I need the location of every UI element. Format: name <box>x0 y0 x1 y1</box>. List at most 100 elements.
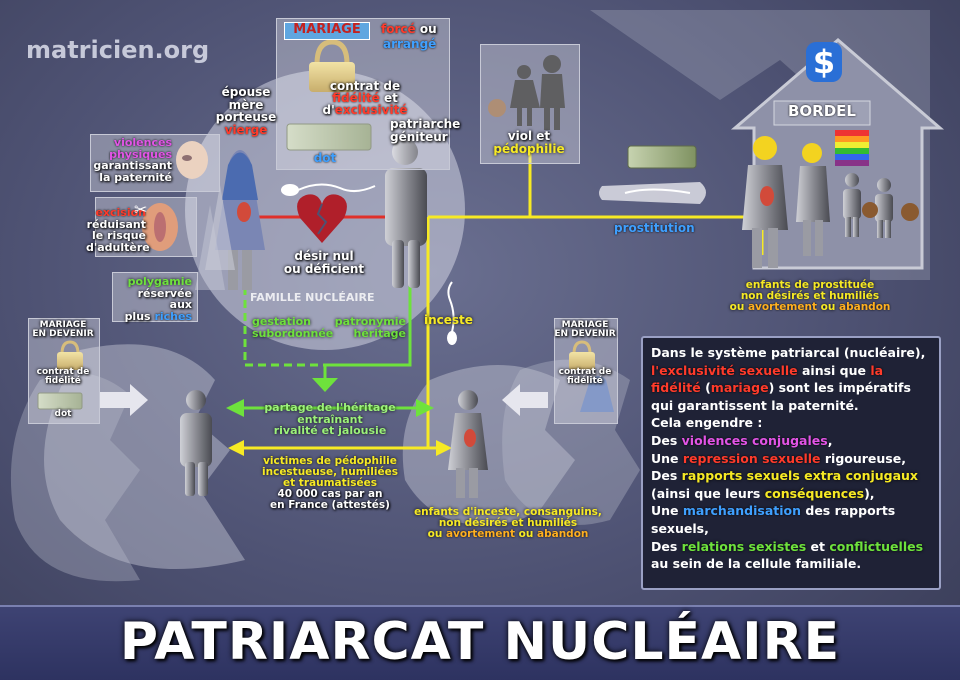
victimes-line3: et traumatisées <box>283 477 377 490</box>
epouse-line2: mère <box>228 97 264 112</box>
enfants-prostituee-line1: enfants de prostituée <box>745 279 875 291</box>
small-money-left <box>37 392 83 410</box>
partage-line1: partage de l'héritage <box>264 401 396 414</box>
contract-line3: d'exclusivité <box>290 104 440 117</box>
page-title: PATRIARCAT NUCLÉAIRE <box>119 612 841 672</box>
violences-line1: violences <box>113 136 172 149</box>
broken-heart <box>297 194 347 243</box>
footer-bar <box>0 605 960 680</box>
ei-ou: ou <box>518 528 534 541</box>
tb-rigoureuse: rigoureuse, <box>820 450 906 466</box>
partage-label: partage de l'héritage entraînant rivalit… <box>250 402 410 437</box>
desir-label: désir nul ou déficient <box>276 250 372 275</box>
teddy-bear-3 <box>901 203 919 221</box>
teddy-bear <box>488 99 506 117</box>
polygamie-line1: polygamie <box>127 275 192 288</box>
tb-line7: Une repression sexuelle rigoureuse, <box>651 450 931 468</box>
contract-line2: fidélité et <box>290 92 440 105</box>
son-figure <box>180 390 212 496</box>
mariage-force-ou: forcé ou <box>381 23 437 36</box>
viol-line2: pédophilie <box>493 141 565 156</box>
avortement-label: avortement <box>747 301 817 314</box>
ou-label-2: ou <box>820 301 836 314</box>
excision-line2: réduisant <box>86 217 146 231</box>
ou-pre-label: ou <box>729 301 745 314</box>
tb-line9: (ainsi que leurs conséquences), <box>651 485 931 503</box>
plus-label: plus <box>124 309 151 323</box>
children-figures <box>843 173 893 238</box>
victimes-label: victimes de pédophilie incestueuse, humi… <box>250 455 410 511</box>
tb-marchandisation: marchandisation <box>682 503 802 519</box>
mdl-contract: contrat de fidélité <box>28 367 98 387</box>
gestation-line2: subordonnée <box>252 326 334 340</box>
excision-line3: le risque <box>92 229 146 243</box>
mariage-box <box>276 18 450 170</box>
force-label: forcé <box>381 22 416 36</box>
excision-box <box>95 197 197 257</box>
mdl-line1: MARIAGE <box>39 320 87 330</box>
viol-line1: viol et <box>507 129 551 143</box>
tb-et: et <box>806 538 830 554</box>
violences-line2: physiques <box>109 147 172 161</box>
contract-line1: contrat de <box>329 79 401 93</box>
enfants-inceste-label: enfants d'inceste, consanguins, non dési… <box>408 506 608 540</box>
vierge-label: vierge <box>224 123 268 137</box>
green-arrow-right <box>416 399 434 417</box>
dollar-icon: $ <box>806 42 842 82</box>
excision-line1: excision <box>95 206 146 219</box>
condom-sperm <box>624 188 691 194</box>
tb-line12: Des relations sexistes et conflictuelles <box>651 538 931 556</box>
patriarche-line2: géniteur <box>390 129 448 144</box>
epouse-label: épouse mère porteuse <box>215 86 277 124</box>
mariage-devenir-right-label: MARIAGE EN DEVENIR <box>554 320 616 340</box>
ei-ou-pre: ou <box>427 528 443 541</box>
site-name: matricien.org <box>26 36 210 64</box>
ei-abandon: abandon <box>537 528 589 541</box>
violences-box <box>90 134 220 192</box>
tb-line10: Une marchandisation des rapports <box>651 502 931 520</box>
mdl-line2: EN DEVENIR <box>32 329 94 340</box>
explanation-box: Dans le système patriarcal (nucléaire), … <box>641 336 941 590</box>
partage-line3: rivalité et jalousie <box>273 424 387 438</box>
bruised-face <box>176 141 208 179</box>
tb-conflictuelles: conflictuelles <box>829 538 924 554</box>
bordel-sign: BORDEL <box>788 102 856 120</box>
tb-des-1: Des <box>651 432 682 448</box>
ou-label: ou <box>419 22 437 36</box>
tb-rapports: rapports sexuels extra conjugaux <box>681 468 918 484</box>
polygamie-label: polygamie réservée aux plus riches <box>112 276 192 322</box>
tb-line11: sexuels, <box>651 520 709 536</box>
tb-relations: relations sexistes <box>681 538 807 554</box>
scissors-icon: ✂ <box>134 200 148 219</box>
polygamie-line2: réservée aux <box>137 286 192 312</box>
mdr-line2: EN DEVENIR <box>554 329 616 340</box>
violences-line4: la paternité <box>99 170 172 184</box>
green-arrow-left <box>226 399 244 417</box>
white-arrow-right <box>502 384 548 416</box>
fidelite-label: fidélité <box>332 91 380 105</box>
excision-line4: d'adultère <box>86 240 150 254</box>
mariage-devenir-left-box <box>28 318 100 424</box>
tb-line8: Des rapports sexuels extra conjugaux <box>651 467 931 485</box>
mdr-line1: MARIAGE <box>561 320 609 330</box>
inceste-label: inceste <box>424 313 473 327</box>
tb-line1: Dans le système patriarcal (nucléaire), <box>651 345 926 360</box>
violences-label: violences physiques garantissant la pate… <box>92 137 172 183</box>
yellow-arrow-right <box>436 440 452 456</box>
egg-left-far <box>10 372 141 582</box>
victimes-line1: victimes de pédophilie <box>263 455 397 467</box>
mariage-heading: MARIAGE <box>284 22 370 40</box>
daughter-figure <box>448 390 488 498</box>
yellow-arrow-left <box>228 440 244 456</box>
tb-violences: violences conjugales <box>681 432 828 448</box>
enfants-prostituee-line3: ou avortement ou abandon <box>710 302 910 313</box>
violences-line3: garantissant <box>93 159 172 173</box>
patriarche-label: patriarche géniteur <box>390 118 460 143</box>
child-silhouettes <box>510 55 565 130</box>
enfants-inceste-line3: ou avortement ou abandon <box>408 529 608 540</box>
tb-exclusivite: l'exclusivité sexuelle <box>651 362 798 378</box>
tb-consequences: conséquences <box>764 485 865 501</box>
gestation-line1: gestation <box>252 315 311 328</box>
tb-mariage: mariage <box>710 380 769 396</box>
